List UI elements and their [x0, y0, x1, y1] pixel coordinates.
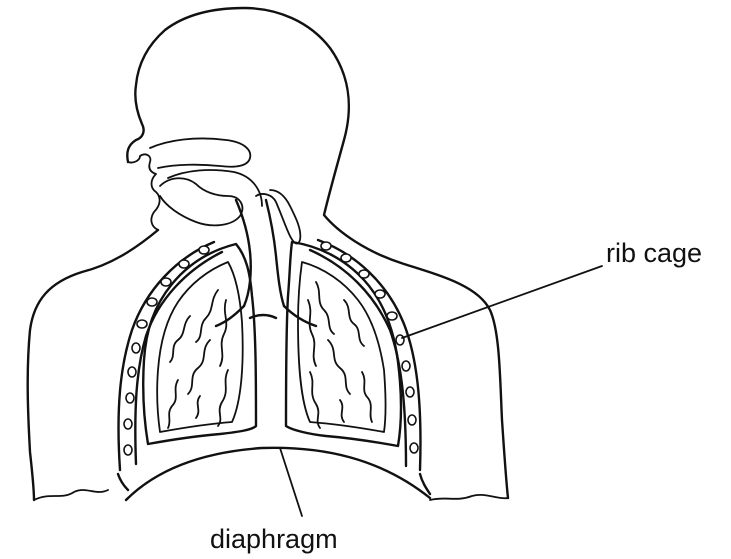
rib-cage-left-beads — [124, 246, 209, 455]
body-lower-edge — [34, 490, 508, 500]
rib-cage-pointer-line — [402, 266, 602, 338]
left-lung-bronchioles — [168, 290, 228, 428]
esophagus — [256, 190, 300, 243]
rib-cage-right-beads — [321, 242, 418, 453]
nasal-cavity — [150, 138, 262, 206]
diaphragm-pointer-line — [280, 448, 302, 516]
face-profile — [128, 154, 160, 230]
body-outline — [28, 8, 508, 500]
left-lung — [143, 244, 256, 444]
right-lung — [286, 242, 401, 446]
rib-cage-label: rib cage — [606, 238, 702, 269]
diaphragm — [118, 448, 430, 500]
diaphragm-label: diaphragm — [210, 524, 338, 555]
bronchi — [216, 306, 316, 326]
tongue — [160, 178, 242, 225]
right-lung-bronchioles — [308, 282, 372, 428]
